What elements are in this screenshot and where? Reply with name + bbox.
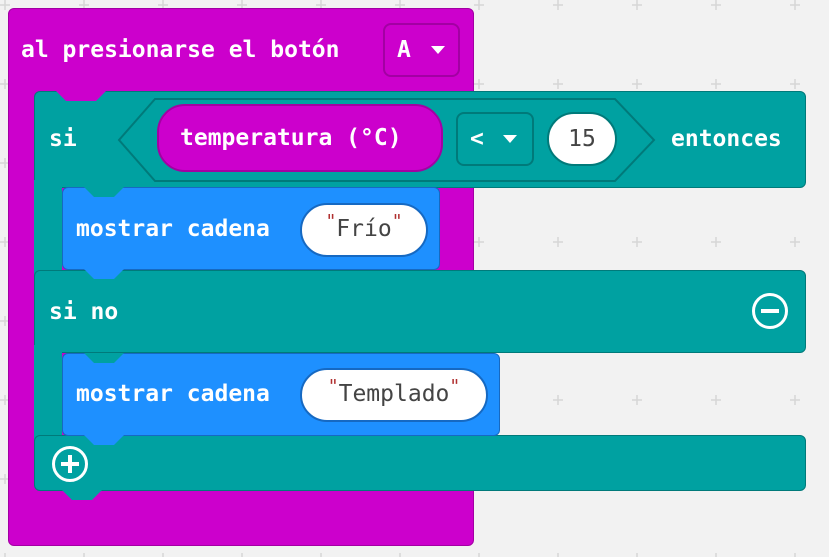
remove-else-icon[interactable] bbox=[752, 293, 788, 329]
string-value: Templado bbox=[338, 381, 450, 407]
operator-value: < bbox=[470, 126, 484, 152]
chevron-down-icon bbox=[503, 135, 517, 143]
open-quote: " bbox=[325, 211, 337, 232]
string-input[interactable]: "Templado" bbox=[300, 368, 488, 422]
operator-dropdown[interactable]: < bbox=[456, 112, 534, 166]
block-notch bbox=[56, 91, 106, 101]
if-block-spine bbox=[34, 345, 62, 445]
temperature-reporter[interactable]: temperatura (°C) bbox=[157, 104, 443, 172]
if-block-spine bbox=[34, 180, 62, 280]
open-quote: " bbox=[327, 376, 339, 397]
close-quote: " bbox=[391, 211, 403, 232]
block-notch bbox=[62, 490, 102, 500]
number-input[interactable]: 15 bbox=[547, 112, 617, 166]
string-value: Frío bbox=[336, 216, 392, 242]
close-quote: " bbox=[449, 376, 461, 397]
if-label: si bbox=[49, 126, 77, 152]
button-value: A bbox=[397, 37, 411, 63]
then-label: entonces bbox=[671, 126, 782, 152]
block-notch bbox=[84, 353, 124, 363]
else-label: si no bbox=[49, 299, 119, 325]
event-label: al presionarse el botón bbox=[21, 37, 340, 63]
chevron-down-icon bbox=[431, 46, 445, 54]
block-notch bbox=[84, 269, 124, 279]
block-notch bbox=[84, 187, 124, 197]
add-else-if-icon[interactable] bbox=[52, 446, 88, 482]
show-string-label: mostrar cadena bbox=[76, 381, 270, 407]
temperature-label: temperatura (°C) bbox=[180, 125, 402, 151]
show-string-label: mostrar cadena bbox=[76, 216, 270, 242]
else-section[interactable] bbox=[34, 270, 806, 353]
string-input[interactable]: "Frío" bbox=[300, 203, 428, 257]
button-dropdown[interactable]: A bbox=[383, 23, 460, 77]
if-block-footer[interactable] bbox=[34, 435, 806, 491]
block-notch bbox=[84, 435, 124, 445]
